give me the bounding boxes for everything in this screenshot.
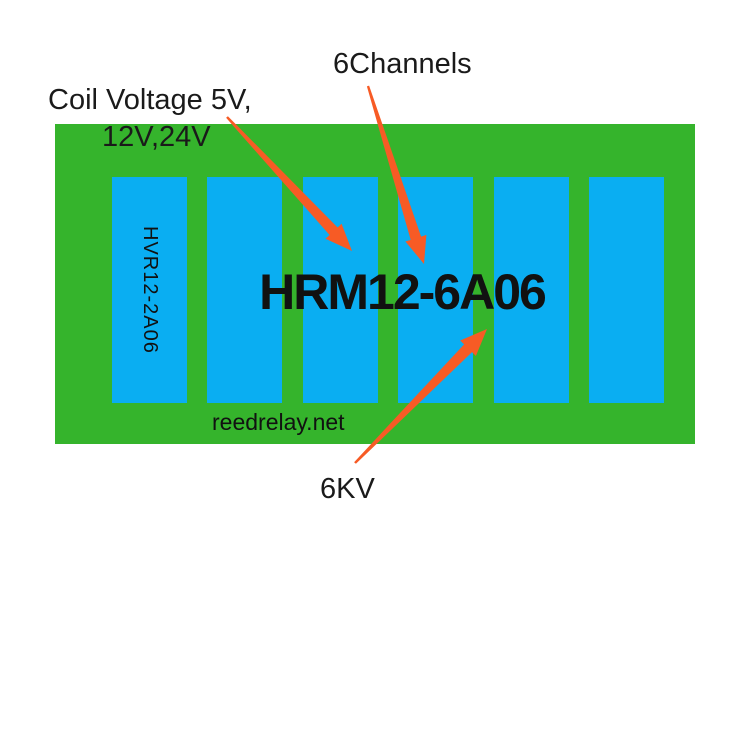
coil-voltage-annotation: Coil Voltage 5V, 12V,24V [48, 82, 252, 156]
channel-6 [588, 177, 664, 403]
part-number-label: HRM12-6A06 [259, 264, 547, 320]
watermark-text: reedrelay.net [212, 409, 345, 435]
channels-annotation: 6Channels [333, 48, 472, 80]
channel-side-label: HVR12-2A06 [139, 226, 161, 354]
channel-1: HVR12-2A06 [112, 177, 187, 403]
channel-5 [493, 177, 569, 403]
coil-voltage-line2: 12V,24V [102, 121, 211, 153]
isolation-voltage-annotation: 6KV [320, 473, 375, 505]
coil-voltage-line1: Coil Voltage 5V, [48, 84, 252, 116]
